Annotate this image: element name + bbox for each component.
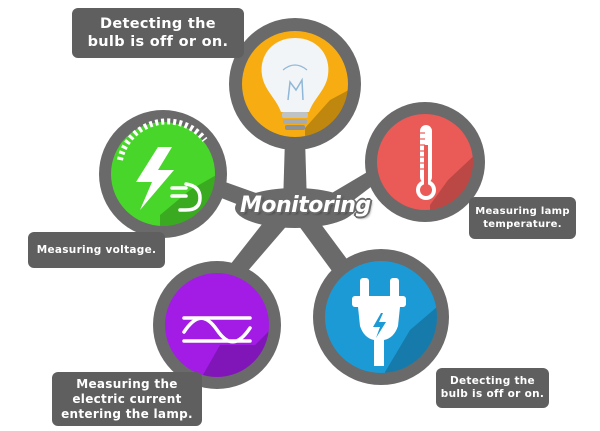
node-plug [313, 249, 449, 385]
node-bulb [229, 18, 361, 150]
node-temperature [365, 102, 485, 222]
label-plug: Detecting the bulb is off or on. [436, 368, 549, 408]
connector-current [226, 214, 290, 280]
monitoring-hub [235, 188, 355, 228]
label-bulb: Detecting the bulb is off or on. [72, 8, 244, 58]
label-temperature: Measuring lamp temperature. [469, 197, 576, 239]
label-current: Measuring the electric current entering … [52, 372, 202, 426]
monitoring-title: Monitoring [240, 193, 371, 218]
label-voltage: Measuring voltage. [28, 232, 165, 268]
current-circle [165, 273, 269, 377]
node-voltage [99, 110, 227, 238]
sine-wave-icon [182, 316, 252, 344]
voltage-icon [117, 118, 208, 212]
node-current [153, 261, 281, 389]
light-bulb-icon [261, 38, 329, 130]
thermometer-icon [416, 125, 436, 200]
power-plug-icon [352, 278, 406, 366]
